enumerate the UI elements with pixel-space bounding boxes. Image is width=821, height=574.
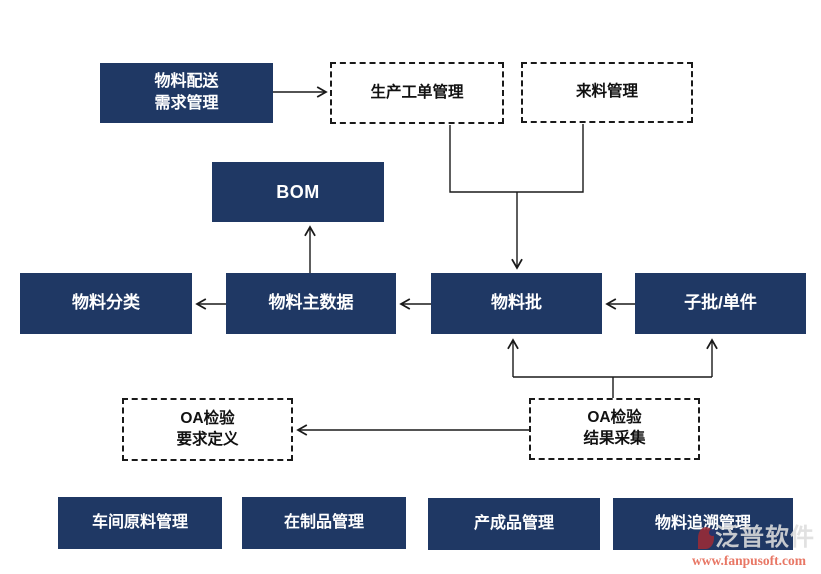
node-material-batch: 物料批 xyxy=(431,273,602,334)
node-label: 车间原料管理 xyxy=(91,514,188,532)
node-material-classification: 物料分类 xyxy=(20,273,192,334)
node-material-traceability: 物料追溯管理 xyxy=(613,498,793,550)
edge-bottom-bracket xyxy=(513,376,712,398)
node-label: 物料主数据 xyxy=(268,293,354,313)
node-label: 物料配送 需求管理 xyxy=(154,73,219,112)
node-sub-batch-unit: 子批/单件 xyxy=(635,273,806,334)
edge-top-bracket xyxy=(449,124,584,193)
node-label: 物料追溯管理 xyxy=(654,515,751,533)
node-label: OA检验 结果采集 xyxy=(583,409,646,447)
node-label: 生产工单管理 xyxy=(370,83,464,101)
node-label: 在制品管理 xyxy=(283,514,364,532)
node-label: 物料批 xyxy=(491,293,542,313)
node-incoming-material: 来料管理 xyxy=(521,62,693,123)
node-label: 产成品管理 xyxy=(473,515,554,533)
node-workshop-raw-material: 车间原料管理 xyxy=(58,497,222,549)
node-label: OA检验 要求定义 xyxy=(176,409,239,448)
node-label: 来料管理 xyxy=(575,83,638,101)
node-oa-inspection-requirement: OA检验 要求定义 xyxy=(122,398,293,461)
node-finished-product: 产成品管理 xyxy=(428,498,600,550)
node-label: BOM xyxy=(276,181,320,202)
node-bom: BOM xyxy=(212,162,384,222)
node-material-distribution: 物料配送 需求管理 xyxy=(100,63,273,123)
node-material-master-data: 物料主数据 xyxy=(226,273,396,334)
node-oa-inspection-result: OA检验 结果采集 xyxy=(529,398,700,460)
node-label: 子批/单件 xyxy=(684,293,757,313)
node-wip-management: 在制品管理 xyxy=(242,497,406,549)
node-production-workorder: 生产工单管理 xyxy=(330,62,504,124)
node-label: 物料分类 xyxy=(72,293,140,313)
